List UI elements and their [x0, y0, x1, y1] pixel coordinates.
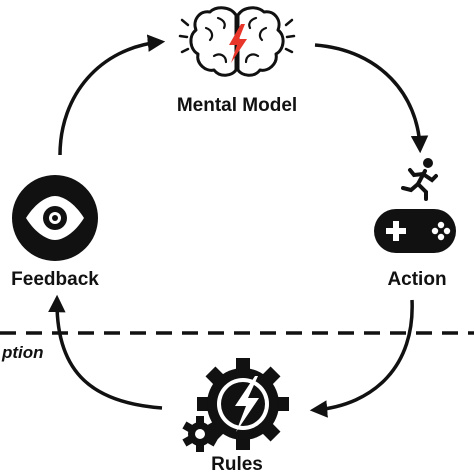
perception-label: ption: [1, 343, 44, 362]
gears-lightning-icon: [182, 358, 289, 452]
arrow-action-to-rules: [309, 299, 414, 418]
arrow-feedback-to-mental-model: [58, 34, 166, 156]
feedback-node: Feedback: [11, 175, 99, 290]
arrow-mental-model-to-action: [314, 43, 429, 154]
mental-model-node: Mental Model: [177, 6, 297, 116]
action-label: Action: [387, 269, 446, 290]
runner-icon: [401, 158, 438, 201]
mental-model-label: Mental Model: [177, 95, 297, 116]
action-node: Action: [374, 158, 456, 290]
feedback-label: Feedback: [11, 269, 99, 290]
gamepad-icon: [374, 209, 456, 253]
arrow-rules-to-feedback: [48, 294, 163, 410]
rules-node: Rules: [182, 358, 289, 474]
rules-label: Rules: [211, 454, 263, 474]
brain-lightning-icon: [178, 6, 296, 77]
runner-gamepad-icon: [374, 158, 456, 253]
eye-icon: [12, 175, 98, 261]
